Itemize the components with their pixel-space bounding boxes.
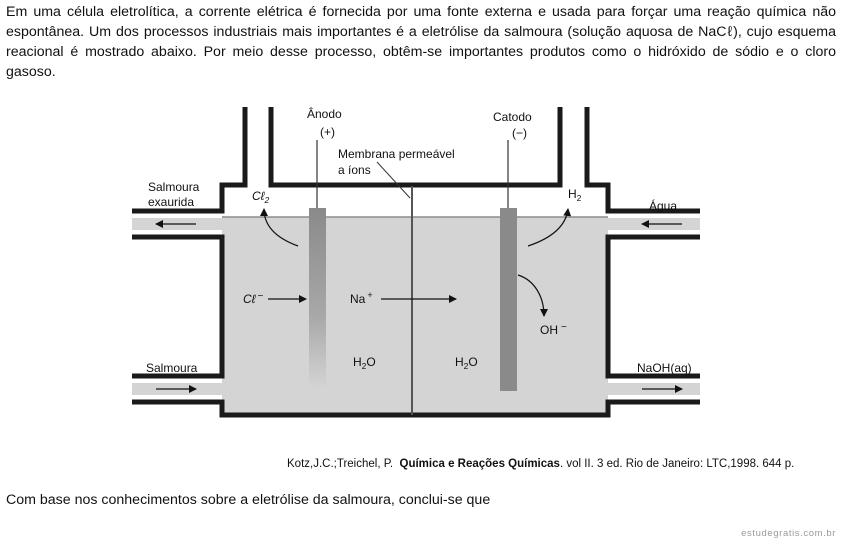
citation-book-title: Química e Reações Químicas (399, 458, 560, 470)
intro-paragraph: Em uma célula eletrolítica, a corrente e… (6, 4, 836, 80)
hydrogen-gas-arrow (527, 208, 572, 247)
site-watermark: estudegratis.com.br (741, 528, 836, 539)
hydroxide-ion-arrow (517, 274, 548, 317)
naoh-out-label: NaOH(aq) (637, 361, 692, 375)
anode-label: Ânodo (307, 106, 342, 121)
question-stem: Com base nos conhecimentos sobre a eletr… (6, 492, 491, 508)
cell-lid (268, 107, 563, 188)
cathode-label: Catodo (493, 110, 532, 124)
sodium-ion-label: Na+ (350, 290, 373, 306)
citation-authors: Kotz,J.C.;Treichel, P. (287, 458, 394, 470)
brine-in-label: Salmoura (146, 361, 198, 375)
cell-solution (222, 217, 608, 414)
water-in-label: Água (649, 198, 677, 213)
spent-brine-label-line2: exaurida (148, 195, 194, 209)
water-right-label: H2O (455, 355, 478, 371)
citation-details: . vol II. 3 ed. Rio de Janeiro: LTC,1998… (559, 458, 795, 470)
water-left-label: H2O (353, 355, 376, 371)
anode-sign: (+) (320, 125, 335, 139)
chlorine-gas-arrow (260, 208, 299, 247)
chlorine-gas-label: Cℓ2 (252, 189, 270, 205)
spent-brine-label-line1: Salmoura (148, 180, 200, 194)
cell-outer-wall (132, 107, 700, 418)
cathode-electrode (500, 208, 517, 391)
anode-electrode (309, 208, 326, 388)
citation: Kotz,J.C.;Treichel, P. Química e Reações… (287, 458, 794, 470)
membrane-label-line2: a íons (338, 163, 371, 177)
membrane-label-line1: Membrana permeável (338, 147, 455, 161)
membrane-leader-line (376, 161, 411, 199)
hydroxide-ion-label: OH− (540, 322, 567, 337)
hydrogen-gas-label: H2 (568, 187, 582, 203)
cathode-sign: (−) (512, 126, 527, 140)
chloride-ion-label: Cℓ− (243, 291, 264, 306)
